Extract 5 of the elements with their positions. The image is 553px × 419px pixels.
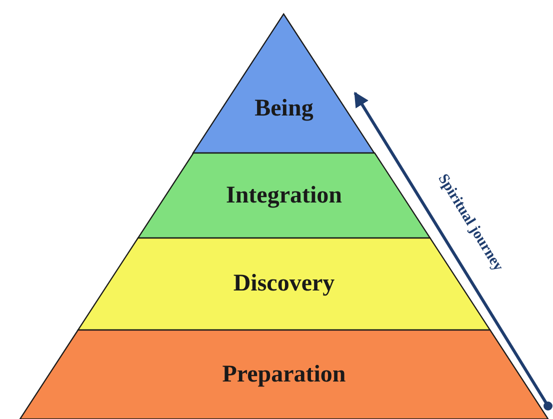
level-label: Preparation bbox=[222, 361, 346, 388]
level-label: Discovery bbox=[233, 270, 335, 298]
level-label: Being bbox=[254, 95, 314, 122]
arrow bbox=[354, 92, 552, 410]
level-label: Integration bbox=[226, 182, 342, 209]
